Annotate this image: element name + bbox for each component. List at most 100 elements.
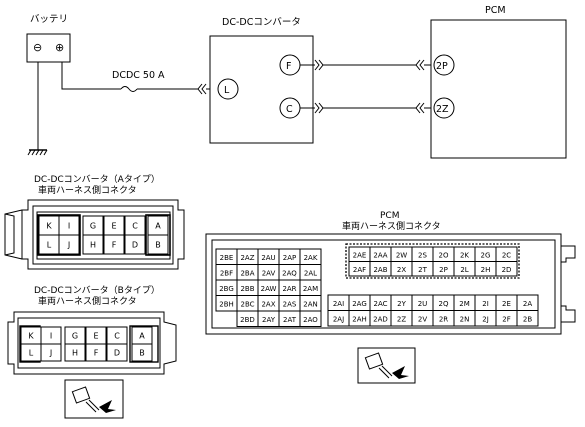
conn-a-pin-label: H xyxy=(90,241,96,250)
pcm-pin-label: 2AP xyxy=(283,254,296,262)
pcm-pin-label: 2K xyxy=(460,251,469,259)
pcm-pin-label: 2U xyxy=(418,300,428,308)
pcm-pin-label: 2AV xyxy=(262,269,276,277)
conn-b-pin-label: E xyxy=(93,332,98,341)
conn-b-pin-label: H xyxy=(72,349,78,358)
conn-b-pin-cell xyxy=(106,343,128,362)
connector-b-title1: DC-DCコンバータ（Bタイプ） xyxy=(34,285,160,296)
pin-2z-label: 2Z xyxy=(436,104,449,115)
pcm-pin-label: 2AB xyxy=(373,266,387,274)
pcm-pin-label: 2AW xyxy=(261,285,277,293)
conn-b-pin-cell xyxy=(40,343,62,362)
pcm-pin-label: 2J xyxy=(482,315,489,323)
pcm-pin-label: 2S xyxy=(418,251,427,259)
pcm-pin-label: 2AL xyxy=(304,269,317,277)
pcm-pin-label: 2AG xyxy=(352,300,367,308)
conn-a-pin-label: A xyxy=(155,222,161,231)
pcm-connector-title1: PCM xyxy=(380,211,399,221)
connector-b-title2: 車両ハーネス側コネクタ xyxy=(38,295,137,307)
dcdc-title: DC-DCコンバータ xyxy=(222,17,301,28)
battery-label: バッテリ xyxy=(30,14,68,25)
conn-a-pin-cell xyxy=(58,234,80,255)
conn-a-pin-label: E xyxy=(111,222,116,231)
conn-a-pin-cell xyxy=(82,234,104,255)
conn-a-pin-cell xyxy=(124,234,146,255)
conn-a-pin-cell xyxy=(147,234,169,255)
pcm-pin-label: 2AX xyxy=(261,300,275,308)
connector-b-view-icon xyxy=(64,379,124,419)
pcm-pin-label: 2AQ xyxy=(282,269,297,277)
conn-b-pin-label: F xyxy=(94,349,99,358)
pcm-pin-label: 2G xyxy=(481,251,491,259)
pin-l-label: L xyxy=(224,85,230,96)
pcm-pin-label: 2AA xyxy=(373,251,387,259)
pcm-pin-label: 2H xyxy=(481,266,491,274)
pcm-pin-label: 2E xyxy=(502,300,511,308)
pcm-pin-label: 2AC xyxy=(373,300,387,308)
pcm-pin-label: 2AM xyxy=(303,285,318,293)
conn-b-pin-label: K xyxy=(28,332,34,341)
conn-b-pin-cell xyxy=(64,343,86,362)
conn-a-pin-cell xyxy=(103,234,125,255)
conn-b-pin-label: A xyxy=(139,332,145,341)
conn-b-pin-label: L xyxy=(29,349,34,358)
connector-a-title2: 車両ハーネス側コネクタ xyxy=(38,184,137,196)
pcm-pin-label: 2C xyxy=(502,251,511,259)
pcm-pin-label: 2F xyxy=(502,315,510,323)
connector-a-title1: DC-DCコンバータ（Aタイプ） xyxy=(34,174,160,185)
pin-c-label: C xyxy=(286,104,293,115)
pcm-pin-label: 2D xyxy=(502,266,512,274)
pcm-pin-cell xyxy=(495,261,518,277)
battery-plus-terminal: ⊕ xyxy=(55,41,64,54)
pcm-pin-label: 2R xyxy=(439,315,448,323)
pcm-pin-label: 2AU xyxy=(261,254,275,262)
conn-b-pin-label: I xyxy=(50,332,52,341)
pcm-pin-label: 2A xyxy=(523,300,532,308)
pcm-pin-label: 2AK xyxy=(304,254,318,262)
pcm-pin-label: 2W xyxy=(396,251,407,259)
pcm-pin-label: 2T xyxy=(418,266,427,274)
pcm-pin-label: 2O xyxy=(439,251,449,259)
pin-2p-label: 2P xyxy=(436,61,448,72)
pcm-pin-label: 2B xyxy=(523,315,532,323)
conn-b-pin-label: J xyxy=(49,349,52,358)
pcm-pin-label: 2BG xyxy=(219,285,234,293)
conn-a-pin-label: F xyxy=(112,241,117,250)
pcm-pin-label: 2AT xyxy=(283,316,297,324)
pcm-pin-label: 2BH xyxy=(219,300,234,308)
conn-b-pin-label: C xyxy=(114,332,120,341)
battery-minus-terminal: ⊖ xyxy=(33,41,42,54)
fuse-icon xyxy=(120,86,138,92)
conn-a-pin-label: D xyxy=(132,241,138,250)
conn-b-pin-label: G xyxy=(72,332,78,341)
pcm-title: PCM xyxy=(485,5,506,16)
pcm-pin-label: 2AY xyxy=(262,316,276,324)
pcm-pin-label: 2V xyxy=(418,315,427,323)
pcm-pin-label: 2BB xyxy=(240,285,254,293)
pcm-pin-label: 2AZ xyxy=(240,254,254,262)
pcm-pin-label: 2Y xyxy=(397,300,406,308)
conn-a-pin-label: I xyxy=(68,222,70,231)
conn-a-pin-label: C xyxy=(132,222,138,231)
pcm-pin-label: 2AI xyxy=(333,300,344,308)
pin-f-label: F xyxy=(286,61,291,72)
pcm-pin-label: 2AN xyxy=(303,300,317,308)
pcm-pin-label: 2P xyxy=(439,266,448,274)
pcm-pin-label: 2AO xyxy=(303,316,318,324)
pcm-pin-label: 2Z xyxy=(397,315,406,323)
pcm-pin-label: 2I xyxy=(482,300,489,308)
conn-a-pin-label: J xyxy=(67,241,70,250)
pcm-pin-label: 2BD xyxy=(240,316,255,324)
pcm-pin-label: 2AR xyxy=(282,285,296,293)
pcm-connector-title2: 車両ハーネス側コネクタ xyxy=(342,220,441,232)
conn-b-pin-label: B xyxy=(139,349,145,358)
pcm-pin-label: 2AH xyxy=(352,315,367,323)
pin-l-circle xyxy=(217,78,239,100)
pin-2p-circle xyxy=(433,54,455,76)
pcm-pin-label: 2AD xyxy=(373,315,388,323)
pcm-pin-label: 2BA xyxy=(240,269,254,277)
conn-a-pin-label: K xyxy=(46,222,52,231)
